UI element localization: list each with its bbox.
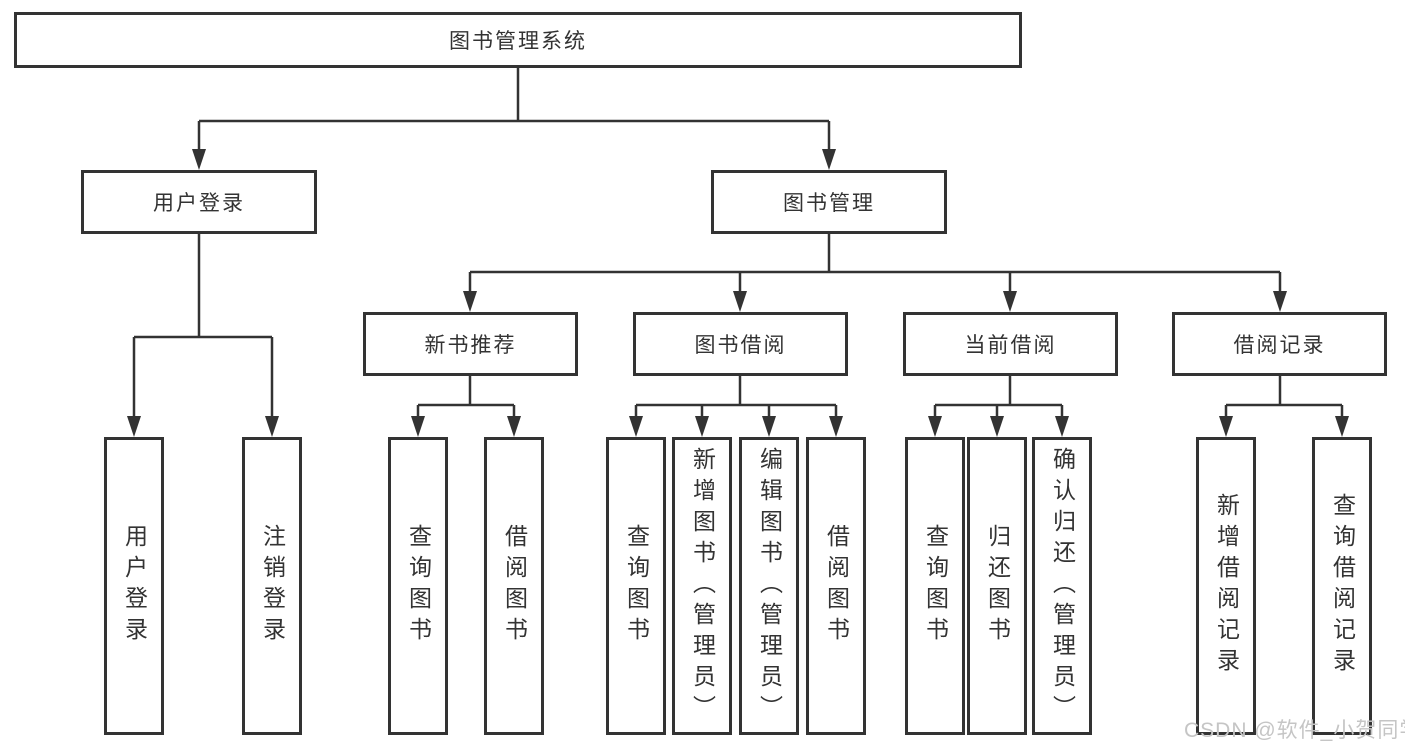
- arrow-down-icon: [822, 149, 836, 170]
- arrow-down-icon: [192, 149, 206, 170]
- arrow-down-icon: [463, 291, 477, 312]
- node-label: 图书管理: [783, 192, 875, 215]
- node-borrow-records: 借阅记录: [1172, 312, 1387, 376]
- arrow-down-icon: [507, 416, 521, 437]
- leaf-query-books-borrowing: 查询图书: [606, 437, 666, 735]
- node-label: 新书推荐: [424, 334, 517, 357]
- leaf-confirm-return-admin: 确认归还（管理员）: [1032, 437, 1092, 735]
- leaf-query-books-recommend: 查询图书: [388, 437, 448, 735]
- leaf-query-borrow-record: 查询借阅记录: [1312, 437, 1372, 735]
- node-new-book-recommend: 新书推荐: [363, 312, 578, 376]
- leaf-borrow-books-recommend: 借阅图书: [484, 437, 544, 735]
- arrow-down-icon: [695, 416, 709, 437]
- node-label: 查询图书: [623, 524, 650, 648]
- arrow-down-icon: [1219, 416, 1233, 437]
- node-label: 新增图书（管理员）: [689, 446, 716, 726]
- arrow-down-icon: [265, 416, 279, 437]
- arrow-down-icon: [1335, 416, 1349, 437]
- arrow-down-icon: [762, 416, 776, 437]
- node-label: 借阅记录: [1233, 334, 1326, 357]
- leaf-add-book-admin: 新增图书（管理员）: [672, 437, 732, 735]
- node-book-management: 图书管理: [711, 170, 947, 234]
- arrow-down-icon: [127, 416, 141, 437]
- node-label: 查询图书: [405, 524, 432, 648]
- node-library-management-system: 图书管理系统: [14, 12, 1022, 68]
- node-label: 新增借阅记录: [1213, 493, 1240, 679]
- node-label: 当前借阅: [964, 334, 1057, 357]
- node-label: 图书借阅: [694, 334, 787, 357]
- arrow-down-icon: [1273, 291, 1287, 312]
- node-label: 编辑图书（管理员）: [756, 446, 783, 726]
- node-label: 查询借阅记录: [1329, 493, 1356, 679]
- node-current-borrowing: 当前借阅: [903, 312, 1118, 376]
- arrow-down-icon: [629, 416, 643, 437]
- node-label: 查询图书: [922, 524, 949, 648]
- arrow-down-icon: [928, 416, 942, 437]
- node-label: 图书管理系统: [449, 30, 587, 53]
- arrow-down-icon: [1055, 416, 1069, 437]
- arrow-down-icon: [990, 416, 1004, 437]
- leaf-borrow-books-borrowing: 借阅图书: [806, 437, 866, 735]
- csdn-watermark: CSDN @软件_小贺同学: [1184, 719, 1405, 742]
- node-user-login-group: 用户登录: [81, 170, 317, 234]
- leaf-return-book: 归还图书: [967, 437, 1027, 735]
- node-label: 确认归还（管理员）: [1049, 446, 1076, 726]
- node-book-borrowing: 图书借阅: [633, 312, 848, 376]
- leaf-user-login: 用户登录: [104, 437, 164, 735]
- node-label: 用户登录: [121, 524, 148, 648]
- node-label: 注销登录: [259, 524, 286, 648]
- arrow-down-icon: [411, 416, 425, 437]
- leaf-logout: 注销登录: [242, 437, 302, 735]
- node-label: 借阅图书: [501, 524, 528, 648]
- node-label: 归还图书: [984, 524, 1011, 648]
- node-label: 用户登录: [153, 192, 245, 215]
- node-label: 借阅图书: [823, 524, 850, 648]
- arrow-down-icon: [733, 291, 747, 312]
- leaf-edit-book-admin: 编辑图书（管理员）: [739, 437, 799, 735]
- leaf-query-books-current: 查询图书: [905, 437, 965, 735]
- arrow-down-icon: [829, 416, 843, 437]
- arrow-down-icon: [1003, 291, 1017, 312]
- leaf-add-borrow-record: 新增借阅记录: [1196, 437, 1256, 735]
